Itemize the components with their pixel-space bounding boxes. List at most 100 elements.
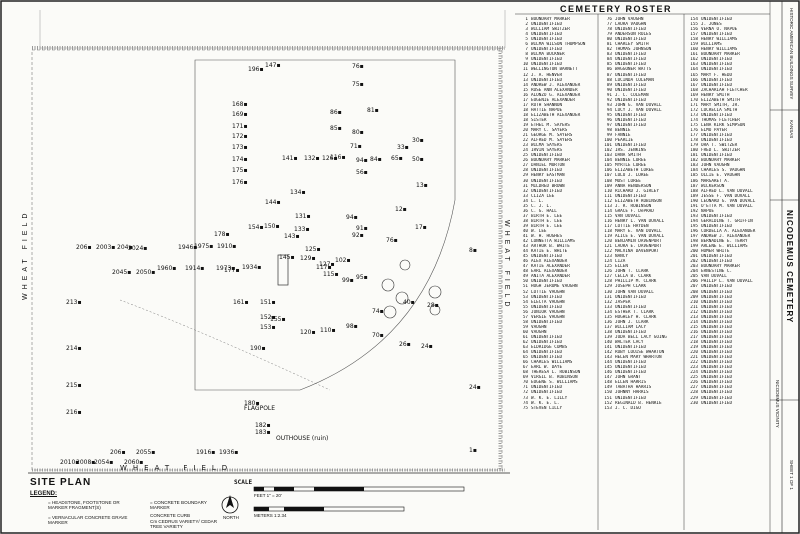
roster-entry-name: UNIDENTIFIED (615, 360, 647, 366)
roster-entry-number: 48 (522, 269, 528, 275)
roster-entry-number: 127 (604, 274, 612, 280)
roster-entry-number: 173 (690, 112, 698, 118)
roster-entry-number: 7 (525, 47, 528, 53)
roster-entry-number: 82 (606, 47, 612, 53)
marker-number: 115 (323, 271, 335, 278)
marker-number: 206 (110, 449, 122, 456)
roster-entry-name: UNIDENTIFIED (531, 340, 563, 345)
marker-dot-icon: ▪ (363, 225, 368, 232)
marker-number: 1934 (242, 264, 258, 271)
marker-dot-icon: ▪ (406, 341, 411, 348)
marker-dot-icon: ▪ (379, 308, 384, 315)
roster-entry-number: 216 (690, 329, 698, 335)
roster-entry-number: 32 (522, 188, 528, 194)
marker-number: 92 (352, 232, 360, 239)
grave-marker: 86▪ (330, 110, 342, 116)
roster-entry-number: 13 (522, 77, 528, 83)
roster-entry-number: 147 (604, 375, 612, 381)
marker-number: 33 (397, 144, 405, 151)
marker-dot-icon: ▪ (337, 109, 342, 116)
roster-entry-number: 101 (604, 143, 612, 149)
grave-marker: 2054▪ (94, 460, 113, 466)
roster-entry-number: 138 (604, 329, 612, 335)
marker-number: 171 (232, 123, 244, 130)
marker-dot-icon: ▪ (472, 247, 477, 254)
marker-number: 153 (260, 324, 272, 331)
roster-entry-name: EARL W. DAYE (531, 365, 563, 371)
roster-entry-number: 226 (690, 380, 698, 386)
roster-entry-name: GERALDINE T. GRIFFIN (701, 218, 753, 224)
roster-entry-number: 62 (522, 340, 528, 345)
roster-entry-number: 68 (522, 370, 528, 376)
roster-entry-number: 17 (522, 97, 528, 103)
roster-entry-number: 92 (606, 97, 612, 103)
marker-dot-icon: ▪ (127, 269, 132, 276)
roster-entry-name: UNIDENTIFIED (701, 254, 733, 260)
roster-entry-name: NANCY (615, 254, 628, 260)
roster-entry-name: J. JONES (701, 22, 722, 28)
grave-marker: 2008▪ (76, 460, 95, 466)
marker-dot-icon: ▪ (398, 155, 403, 162)
roster-entry-number: 91 (606, 92, 612, 98)
grave-marker: 206▪ (110, 450, 126, 456)
roster-entry-number: 136 (604, 319, 612, 325)
roster-entry-name: ANITA ALEXANDER (531, 274, 570, 280)
marker-dot-icon: ▪ (334, 271, 339, 278)
grave-marker: 2055▪ (136, 450, 155, 456)
roster-entry-number: 81 (606, 42, 612, 48)
marker-dot-icon: ▪ (374, 107, 379, 114)
roster-entry-name: PHILIP L. VAN DUVALL (701, 279, 753, 285)
roster-entry-name: BOUNDARY MARKER (701, 264, 740, 270)
marker-number: 154 (248, 224, 260, 231)
roster-entry-number: 12 (522, 72, 528, 78)
marker-dot-icon: ▪ (209, 243, 214, 250)
roster-entry-name: ELIZABETH LOREE (615, 168, 654, 174)
grave-marker: 1916▪ (196, 450, 215, 456)
wheat-field-bottom: WHEAT FIELD (120, 464, 234, 472)
roster-entry-name: HUGHLEY H. CLARK (615, 314, 657, 320)
grave-marker: 2050▪ (136, 270, 155, 276)
roster-entry-name: JESSE F. VAN DUVALL (701, 193, 751, 199)
roster-entry-number: 79 (606, 32, 612, 38)
marker-number: 214 (66, 345, 78, 352)
grave-marker: 116▪ (330, 155, 346, 161)
roster-entry-name: VERNA O. NAPUE (701, 27, 738, 33)
roster-entry-number: 88 (606, 77, 612, 83)
roster-entry-name: MARY F. HEDD (701, 72, 733, 78)
marker-number: 134 (290, 189, 302, 196)
roster-entry-number: 61 (522, 334, 528, 340)
roster-entry-name: UNIDENTIFIED (531, 294, 563, 300)
roster-entry-number: 151 (604, 395, 612, 401)
roster-entry-number: 6 (525, 42, 528, 48)
title-block-project: HISTORIC AMERICAN BUILDINGS SURVEY (789, 8, 794, 100)
roster-entry-name: ESTHER T. CLARK (615, 309, 654, 315)
marker-dot-icon: ▪ (128, 244, 133, 251)
